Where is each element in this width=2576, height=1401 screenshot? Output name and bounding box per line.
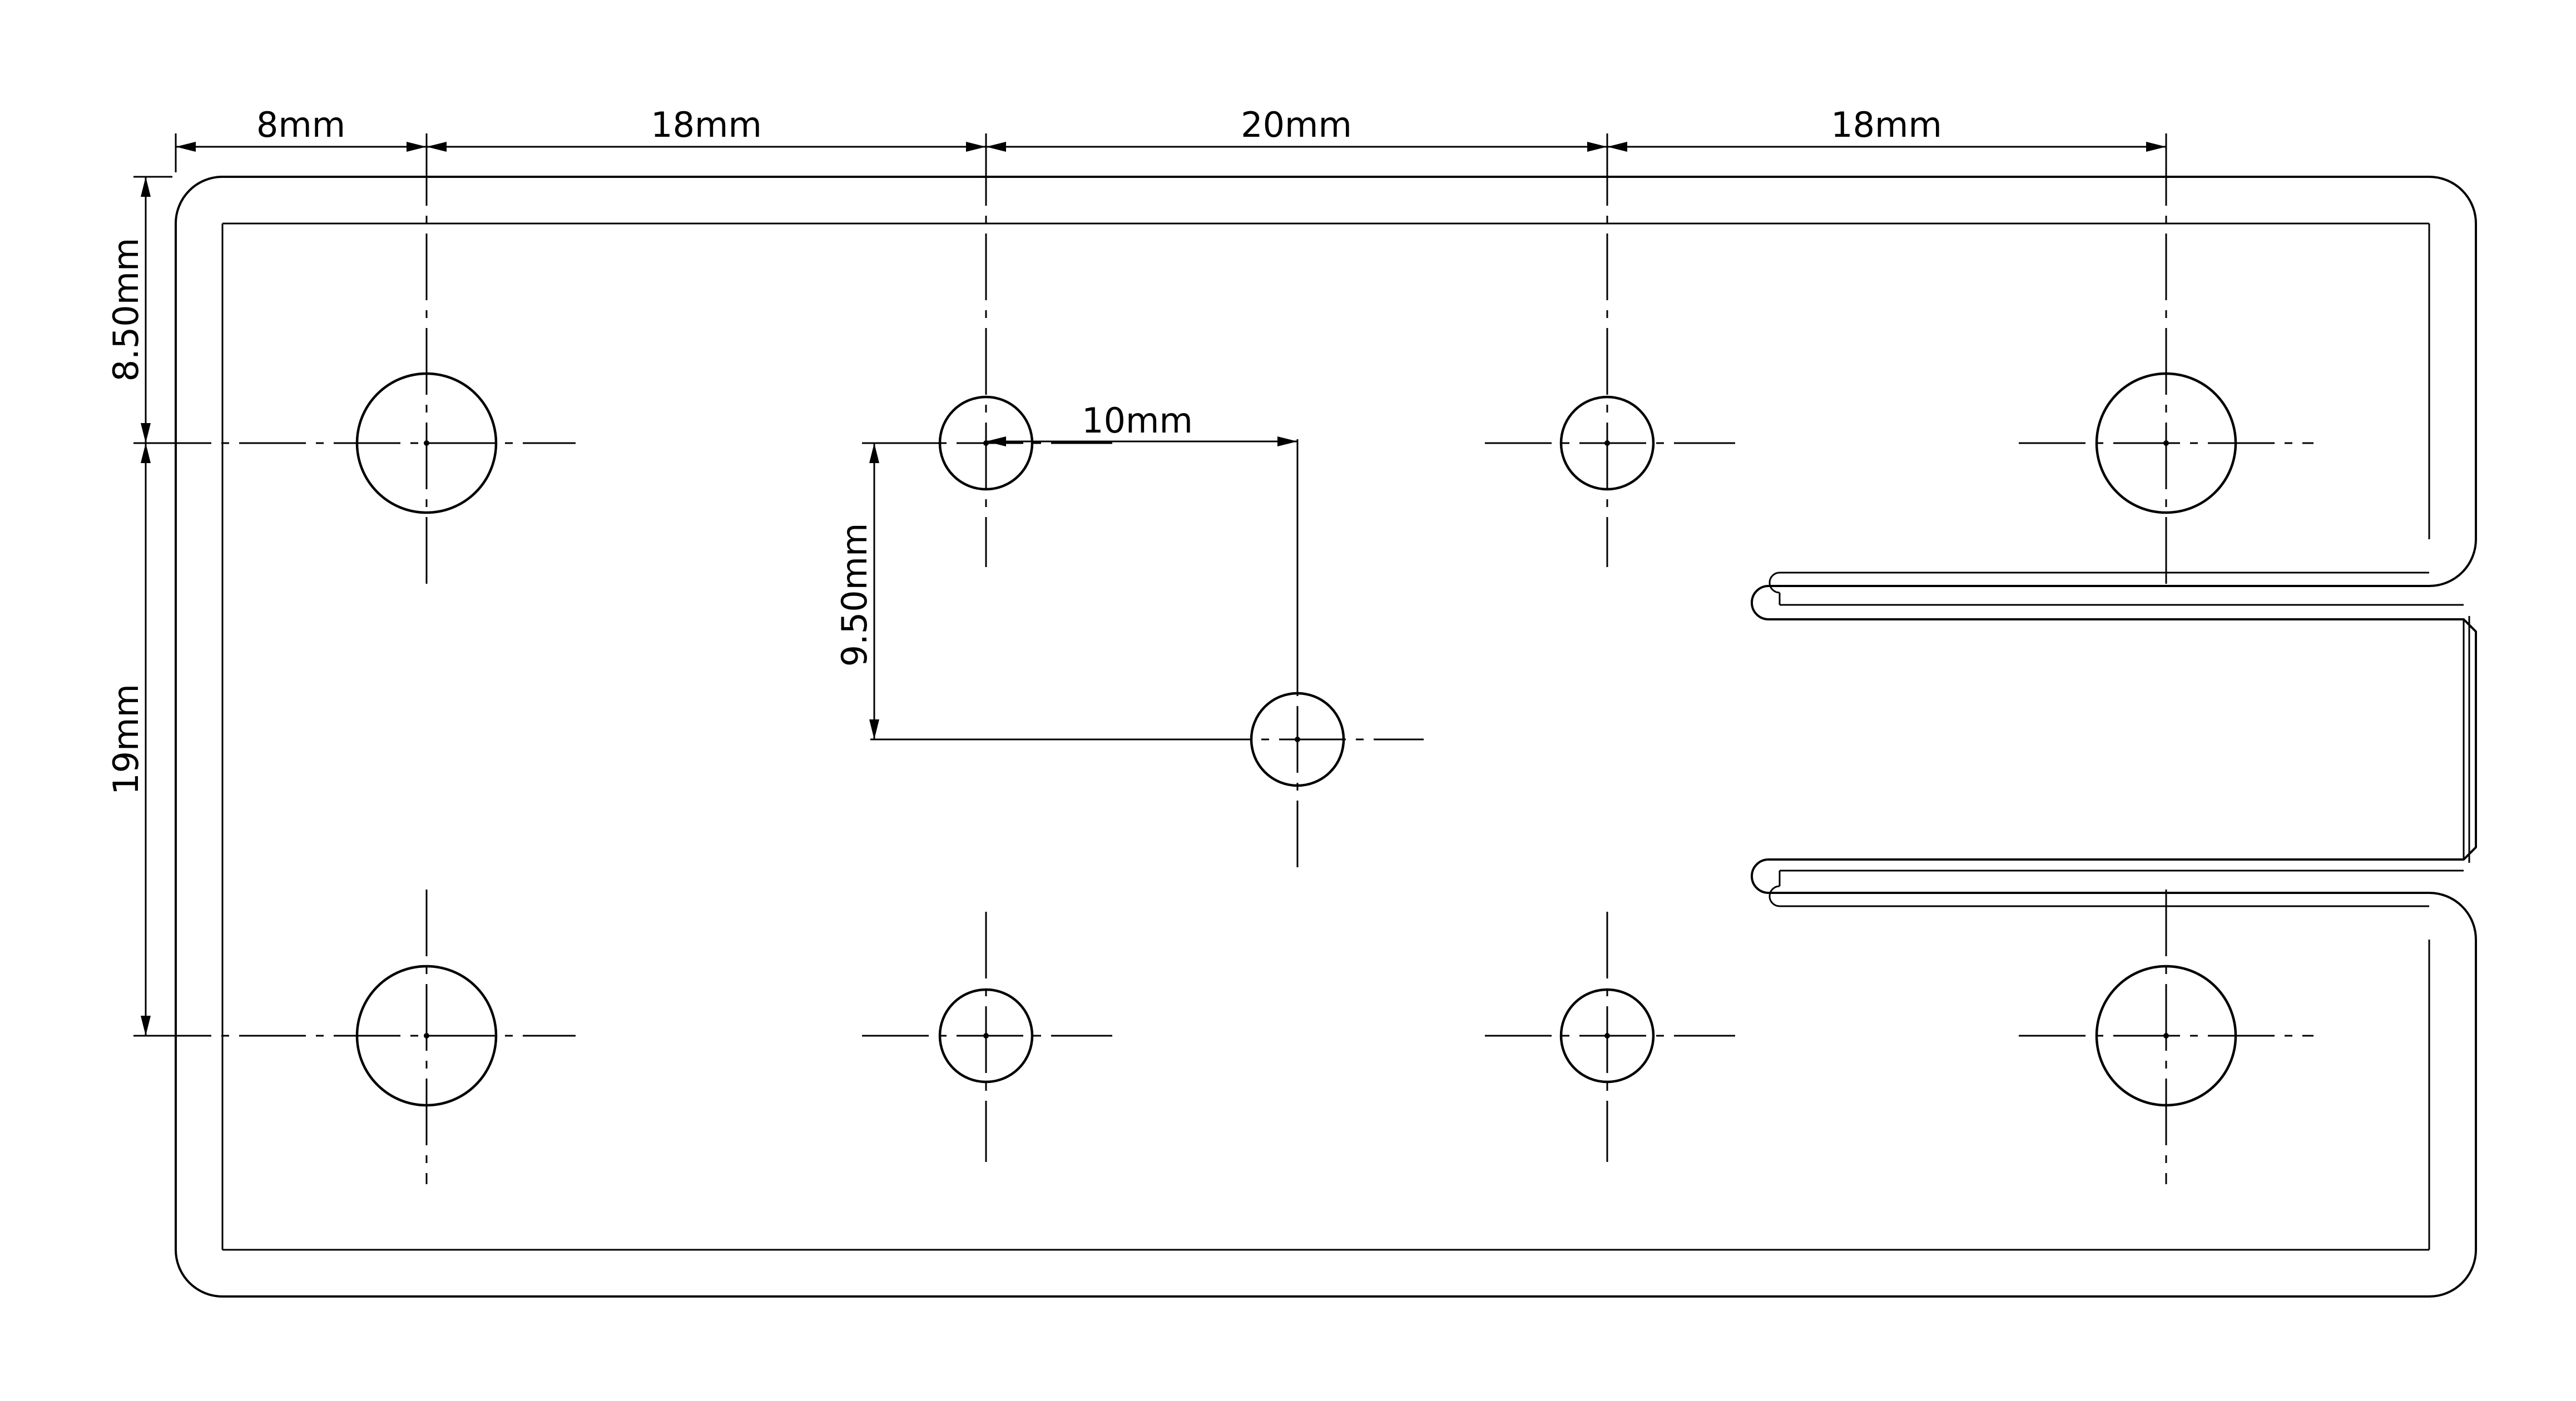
small-hole	[1559, 988, 1655, 1084]
dim-label-10mm: 10mm	[1082, 400, 1193, 441]
dim-label-18mm: 18mm	[651, 105, 762, 145]
centerlines	[145, 139, 2314, 1184]
dim-label-9-50mm: 9.50mm	[834, 523, 875, 667]
plate-outline	[175, 176, 2477, 1298]
dim-label-8mm: 8mm	[256, 105, 345, 145]
dim-label-20mm: 20mm	[1241, 105, 1352, 145]
small-hole	[938, 988, 1034, 1084]
large-hole	[2095, 965, 2237, 1107]
large-hole	[355, 372, 498, 514]
large-hole	[355, 965, 498, 1107]
center-hole-dimensions: 10mm 9.50mm	[834, 400, 1299, 741]
dim-label-18mm-right: 18mm	[1831, 105, 1942, 145]
left-dimension-chain: 8.50mm 19mm	[106, 176, 172, 1037]
small-hole	[1559, 395, 1655, 491]
small-hole	[1250, 692, 1345, 787]
dim-label-8-50mm: 8.50mm	[106, 238, 146, 382]
large-hole	[2095, 372, 2237, 514]
dim-label-19mm: 19mm	[106, 684, 146, 795]
top-dimension-chain: 8mm 18mm 20mm 18mm	[175, 105, 2167, 172]
holes	[355, 372, 2237, 1107]
